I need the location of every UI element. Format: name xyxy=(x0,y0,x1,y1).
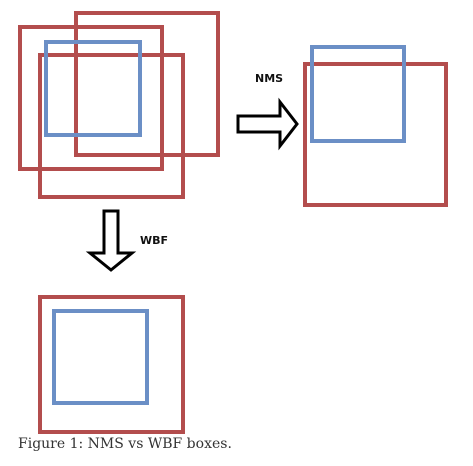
nms-result-group xyxy=(303,45,448,207)
nms-label: NMS xyxy=(255,72,283,85)
wbf-label: WBF xyxy=(140,234,168,247)
nms-red-box xyxy=(303,62,448,207)
input-red-box-3 xyxy=(38,53,185,199)
input-red-box-2 xyxy=(74,11,220,157)
wbf-arrow-icon xyxy=(85,209,137,272)
input-blue-box xyxy=(44,40,142,137)
nms-arrow-icon xyxy=(236,97,299,151)
figure-caption: Figure 1: NMS vs WBF boxes. xyxy=(18,436,232,452)
wbf-result-group xyxy=(38,295,185,434)
input-red-box-1 xyxy=(18,25,164,171)
nms-blue-box xyxy=(310,45,406,143)
wbf-red-box xyxy=(38,295,185,434)
wbf-blue-box xyxy=(52,309,149,405)
input-box-group xyxy=(18,11,220,199)
